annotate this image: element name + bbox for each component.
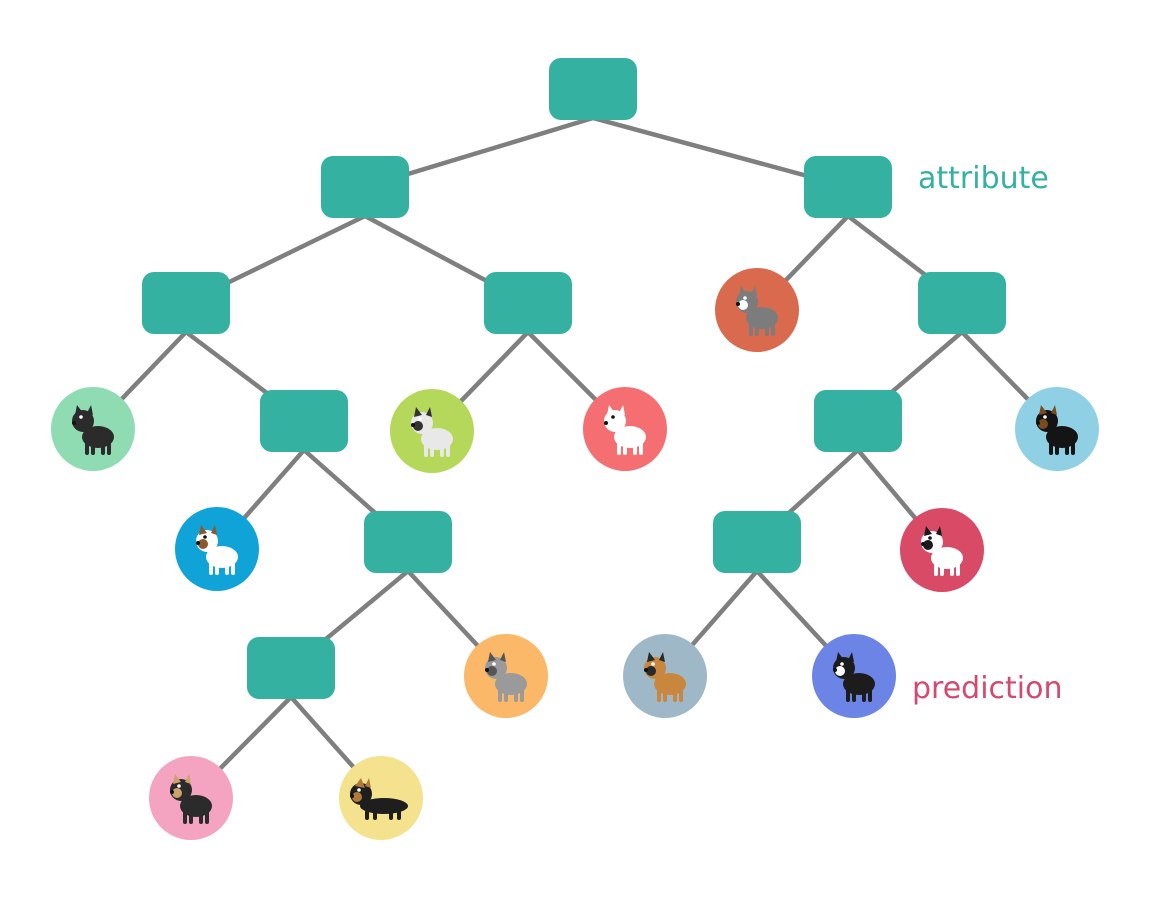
yorkshire-terrier-icon [170,774,212,824]
prediction-label: prediction [912,671,1063,706]
dachshund-icon [350,778,408,820]
attribute-node [814,390,902,452]
rottweiler-icon [1036,405,1078,455]
prediction-node [1015,387,1099,471]
schnauzer-icon [485,652,527,702]
nodes-layer [51,58,1099,840]
attribute-node [260,390,348,452]
prediction-node [464,634,548,718]
german-shepherd-icon [644,652,686,702]
attribute-label: attribute [918,161,1049,196]
attribute-node [918,272,1006,334]
poodle-icon [604,405,646,455]
prediction-node [149,756,233,840]
attribute-node [549,58,637,120]
attribute-node [142,272,230,334]
attribute-node [364,511,452,573]
prediction-node [175,507,259,591]
black-pug-icon [72,405,114,455]
papillon-icon [196,525,238,575]
bull-terrier-icon [921,526,963,576]
prediction-node [812,634,896,718]
husky-icon [736,286,778,336]
attribute-node [713,511,801,573]
prediction-node [51,387,135,471]
prediction-node [390,389,474,473]
attribute-node [484,272,572,334]
attribute-node [804,156,892,218]
prediction-node [900,508,984,592]
prediction-node [715,268,799,352]
prediction-circle [339,756,423,840]
prediction-node [339,756,423,840]
prediction-node [623,634,707,718]
boston-terrier-icon [833,652,875,702]
attribute-node [247,637,335,699]
attribute-node [321,156,409,218]
pitbull-icon [411,407,453,457]
prediction-node [583,387,667,471]
